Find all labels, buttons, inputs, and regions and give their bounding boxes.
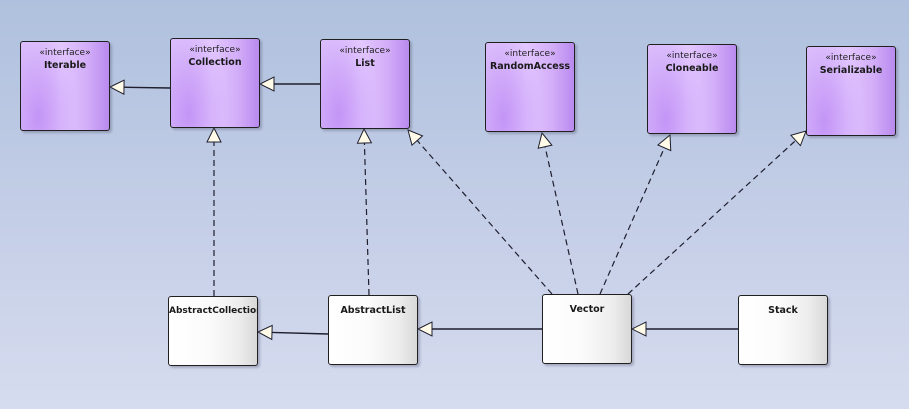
edge-generalization-list-to-collection[interactable]	[258, 76, 320, 92]
edge-generalization-stack-to-vector[interactable]	[630, 321, 738, 337]
class-abstract-collection[interactable]: AbstractCollection	[168, 296, 258, 366]
edge-line	[416, 140, 553, 295]
hollow-triangle-arrowhead-icon	[407, 129, 424, 147]
edge-realization-vector-to-serializable[interactable]	[627, 130, 807, 295]
hollow-triangle-arrowhead-icon	[416, 321, 433, 337]
stereotype-label: «interface»	[339, 46, 391, 56]
edge-line	[363, 142, 370, 296]
interface-collection[interactable]: «interface» Collection	[170, 38, 260, 128]
edge-line	[271, 331, 329, 335]
edge-realization-abstractlist-to-list[interactable]	[356, 127, 373, 296]
class-name: Cloneable	[665, 63, 719, 74]
edge-line	[123, 86, 171, 89]
hollow-triangle-arrowhead-icon	[258, 76, 275, 92]
class-name: AbstractList	[340, 305, 406, 316]
edge-generalization-collection-to-iterable[interactable]	[108, 79, 171, 96]
edge-realization-abstractcollection-to-collection[interactable]	[206, 126, 222, 296]
hollow-triangle-arrowhead-icon	[256, 324, 273, 341]
stereotype-label: «interface»	[39, 48, 91, 58]
edge-generalization-vector-to-abstractlist[interactable]	[416, 321, 542, 337]
class-name: RandomAccess	[489, 61, 571, 72]
hollow-triangle-arrowhead-icon	[790, 130, 807, 147]
edge-realization-vector-to-list[interactable]	[407, 129, 553, 295]
interface-cloneable[interactable]: «interface» Cloneable	[647, 44, 737, 134]
stereotype-label: «interface»	[189, 45, 241, 55]
stereotype-label: «interface»	[825, 53, 877, 63]
edge-generalization-abstractlist-to-abstractcollection[interactable]	[256, 324, 329, 341]
edge-line	[544, 146, 579, 295]
stereotype-label: «interface»	[504, 49, 556, 59]
stereotype-label: «interface»	[666, 51, 718, 61]
class-name: Vector	[569, 304, 605, 315]
edge-line	[627, 140, 797, 295]
edge-line	[599, 147, 665, 295]
edge-realization-vector-to-randomaccess[interactable]	[537, 131, 579, 295]
class-abstract-list[interactable]: AbstractList	[328, 295, 418, 365]
class-name: AbstractCollection	[169, 306, 258, 316]
class-name: Iterable	[43, 60, 87, 71]
hollow-triangle-arrowhead-icon	[356, 127, 373, 144]
interface-iterable[interactable]: «interface» Iterable	[20, 41, 110, 131]
interface-serializable[interactable]: «interface» Serializable	[806, 46, 896, 136]
hollow-triangle-arrowhead-icon	[206, 126, 222, 143]
interface-random-access[interactable]: «interface» RandomAccess	[485, 42, 575, 132]
hollow-triangle-arrowhead-icon	[657, 133, 672, 152]
interface-list[interactable]: «interface» List	[320, 39, 410, 129]
class-name: Stack	[768, 305, 798, 316]
class-vector[interactable]: Vector	[542, 294, 632, 364]
hollow-triangle-arrowhead-icon	[108, 79, 125, 96]
class-name: Serializable	[819, 65, 883, 76]
hollow-triangle-arrowhead-icon	[630, 321, 647, 337]
edge-realization-vector-to-cloneable[interactable]	[599, 133, 672, 295]
class-name: List	[355, 58, 375, 69]
hollow-triangle-arrowhead-icon	[537, 131, 553, 149]
class-stack[interactable]: Stack	[738, 295, 828, 365]
class-name: Collection	[188, 57, 242, 68]
